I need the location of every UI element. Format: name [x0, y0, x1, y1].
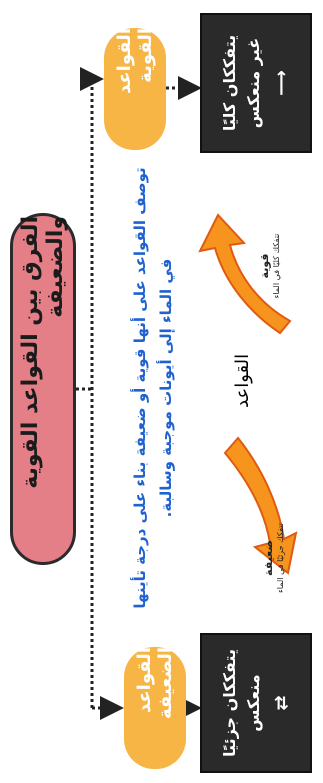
- strong-curved-arrow-icon: [198, 213, 292, 335]
- weak-bases-tag: القواعد الضعيفة: [124, 647, 186, 769]
- description-text: توصف القواعد على أنها قوية أو ضعيفة بناء…: [131, 167, 175, 609]
- weak-dissociation-box: يتفككان جزئيًا منعكس ⇄: [200, 633, 312, 773]
- weak-box-line1: يتفككان جزئيًا: [219, 649, 239, 757]
- strong-arrow-title: قوية: [258, 253, 271, 279]
- reversible-arrow-icon: ⇄: [270, 695, 292, 711]
- weak-arrow-label: ضعيفة تتفكك جزئيًا في الماء: [262, 508, 287, 608]
- strong-box-line2: غير منعكس: [243, 37, 263, 129]
- strong-bases-tag: القواعد القوية: [104, 28, 166, 150]
- forward-arrow-icon: ⟶: [270, 70, 292, 96]
- weak-arrow-subtitle: تتفكك جزئيًا في الماء: [276, 523, 286, 593]
- strong-arrow-subtitle: تتفكك كليًا في الماء: [272, 233, 282, 299]
- weak-arrow-title: ضعيفة: [262, 540, 275, 576]
- weak-curved-arrow-icon: [223, 436, 298, 575]
- weak-box-line2: منعكس: [243, 674, 263, 732]
- strong-box-line1: يتفككان كليًا: [219, 34, 239, 132]
- strong-dissociation-box: يتفككان كليًا غير منعكس ⟶: [200, 13, 312, 153]
- center-label: القواعد: [232, 353, 253, 408]
- diagram-title: الفرق بين القواعد القوية والضعيفة: [10, 213, 76, 565]
- strong-arrow-label: قوية تتفكك كليًا في الماء: [258, 211, 283, 321]
